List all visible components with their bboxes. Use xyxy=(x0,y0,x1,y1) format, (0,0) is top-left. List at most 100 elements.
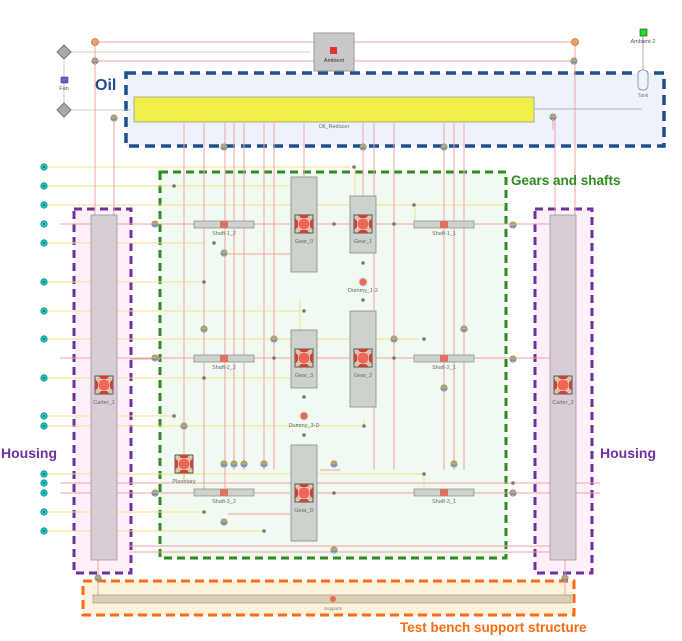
gear-1-node-icon xyxy=(353,214,373,234)
ambient-temp-icon xyxy=(330,47,337,54)
thermal-port-icon[interactable] xyxy=(561,574,569,582)
cyan-port-icon[interactable] xyxy=(40,239,48,247)
cyan-port-icon[interactable] xyxy=(40,470,48,478)
heat-port-icon[interactable] xyxy=(571,38,579,46)
gear-2-node-icon xyxy=(353,348,373,368)
thermal-port-icon[interactable] xyxy=(151,489,159,497)
thermal-port-icon[interactable] xyxy=(390,335,398,343)
ambient2-label: Ambient-2 xyxy=(630,39,655,45)
housing-right-title: Housing xyxy=(600,445,656,461)
cyan-port-icon[interactable] xyxy=(40,307,48,315)
cyan-port-icon[interactable] xyxy=(40,412,48,420)
carter-2-label: Carter_2 xyxy=(552,400,573,406)
housing-left-title: Housing xyxy=(1,445,57,461)
shaft-3-2-label: Shaft-3_2 xyxy=(212,499,236,505)
shaft-1-1-label: Shaft-1_1 xyxy=(432,231,456,237)
carter-1-node-icon xyxy=(94,375,114,395)
ambient-label: Ambient xyxy=(324,58,345,64)
gear-d-node-icon xyxy=(294,483,314,503)
thermal-port-icon[interactable] xyxy=(450,460,458,468)
cyan-port-icon[interactable] xyxy=(40,201,48,209)
thermal-port-icon[interactable] xyxy=(570,57,578,65)
cyan-port-icon[interactable] xyxy=(40,182,48,190)
thermal-port-icon[interactable] xyxy=(240,460,248,468)
cyan-port-icon[interactable] xyxy=(40,527,48,535)
cyan-port-icon[interactable] xyxy=(40,220,48,228)
thermal-port-icon[interactable] xyxy=(220,249,228,257)
shaft-2-2-label: Shaft-2_2 xyxy=(212,365,236,371)
cyan-port-column xyxy=(40,163,48,535)
supports-group-title: Test bench support structure xyxy=(400,620,587,635)
gear-d-label: Gear_D xyxy=(294,508,313,514)
thermal-port-icon[interactable] xyxy=(151,354,159,362)
thermal-port-icon[interactable] xyxy=(440,384,448,392)
thermal-port-icon[interactable] xyxy=(91,57,99,65)
thermal-port-icon[interactable] xyxy=(509,355,517,363)
shaft-1-2-label: Shaft-1_2 xyxy=(212,231,236,237)
tank-icon[interactable] xyxy=(637,69,649,91)
thermal-port-icon[interactable] xyxy=(220,518,228,526)
thermal-port-icon[interactable] xyxy=(94,574,102,582)
thermal-port-icon[interactable] xyxy=(330,546,338,554)
thermal-port-icon[interactable] xyxy=(440,143,448,151)
shaft-1-2-node-icon xyxy=(220,221,228,228)
thermal-port-icon[interactable] xyxy=(220,460,228,468)
planetary-node-icon[interactable] xyxy=(174,454,194,474)
oil-reducer-block[interactable] xyxy=(133,96,535,123)
cyan-port-icon[interactable] xyxy=(40,374,48,382)
thermal-port-icon[interactable] xyxy=(260,460,268,468)
shaft-2-1-node-icon xyxy=(440,355,448,362)
supports-node-icon xyxy=(330,596,336,602)
fan-label: Fan xyxy=(59,86,68,92)
dummy-3-d-node[interactable] xyxy=(299,411,309,421)
diamond-node-bottom[interactable] xyxy=(56,102,72,118)
carter-1-label: Carter_1 xyxy=(93,400,114,406)
cyan-port-icon[interactable] xyxy=(40,278,48,286)
dummy-1-2-node[interactable] xyxy=(358,277,368,287)
thermal-port-icon[interactable] xyxy=(460,325,468,333)
cyan-port-icon[interactable] xyxy=(40,479,48,487)
cyan-port-icon[interactable] xyxy=(40,508,48,516)
thermal-port-icon[interactable] xyxy=(230,460,238,468)
planetary-label: Planetary xyxy=(172,479,195,485)
shaft-3-1-node-icon xyxy=(440,489,448,496)
oil-reducer-label: Oil_Reducer xyxy=(319,124,350,130)
thermal-ports xyxy=(91,38,579,582)
gear-2-label: Gear_2 xyxy=(354,373,372,379)
thermal-port-icon[interactable] xyxy=(110,114,118,122)
cyan-port-icon[interactable] xyxy=(40,489,48,497)
thermal-port-icon[interactable] xyxy=(330,460,338,468)
supports-label: Supports xyxy=(324,606,343,611)
thermal-port-icon[interactable] xyxy=(359,143,367,151)
gear-0-label: Gear_0 xyxy=(295,239,313,245)
thermal-port-icon[interactable] xyxy=(549,113,557,121)
gear-0-node-icon xyxy=(294,214,314,234)
thermal-port-icon[interactable] xyxy=(151,220,159,228)
carter-2-node-icon xyxy=(553,375,573,395)
shaft-2-1-label: Shaft-2_1 xyxy=(432,365,456,371)
cyan-port-icon[interactable] xyxy=(40,163,48,171)
gear-3-node-icon xyxy=(294,348,314,368)
thermal-port-icon[interactable] xyxy=(270,335,278,343)
thermal-port-icon[interactable] xyxy=(200,325,208,333)
fan-icon[interactable] xyxy=(60,76,69,84)
shaft-1-1-node-icon xyxy=(440,221,448,228)
dummy-1-2-label: Dummy_1-2 xyxy=(348,288,378,294)
gear-3-label: Gear_3 xyxy=(295,373,313,379)
heat-port-icon[interactable] xyxy=(91,38,99,46)
dummy-3-d-label: Dummy_3-D xyxy=(289,423,320,429)
thermal-port-icon[interactable] xyxy=(220,143,228,151)
ambient2-icon[interactable] xyxy=(639,28,648,37)
diamond-node-top[interactable] xyxy=(56,44,72,60)
oil-group-title: Oil xyxy=(95,77,116,94)
thermal-port-icon[interactable] xyxy=(180,422,188,430)
cyan-port-icon[interactable] xyxy=(40,422,48,430)
gear-1-label: Gear_1 xyxy=(354,239,372,245)
shaft-2-2-node-icon xyxy=(220,355,228,362)
shaft-3-1-label: Shaft-3_1 xyxy=(432,499,456,505)
shaft-3-2-node-icon xyxy=(220,489,228,496)
shafts: Shaft-1_2 Shaft-1_1 Shaft-2_2 Shaft-2_1 … xyxy=(193,220,475,505)
thermal-port-icon[interactable] xyxy=(509,221,517,229)
thermal-port-icon[interactable] xyxy=(509,489,517,497)
cyan-port-icon[interactable] xyxy=(40,335,48,343)
